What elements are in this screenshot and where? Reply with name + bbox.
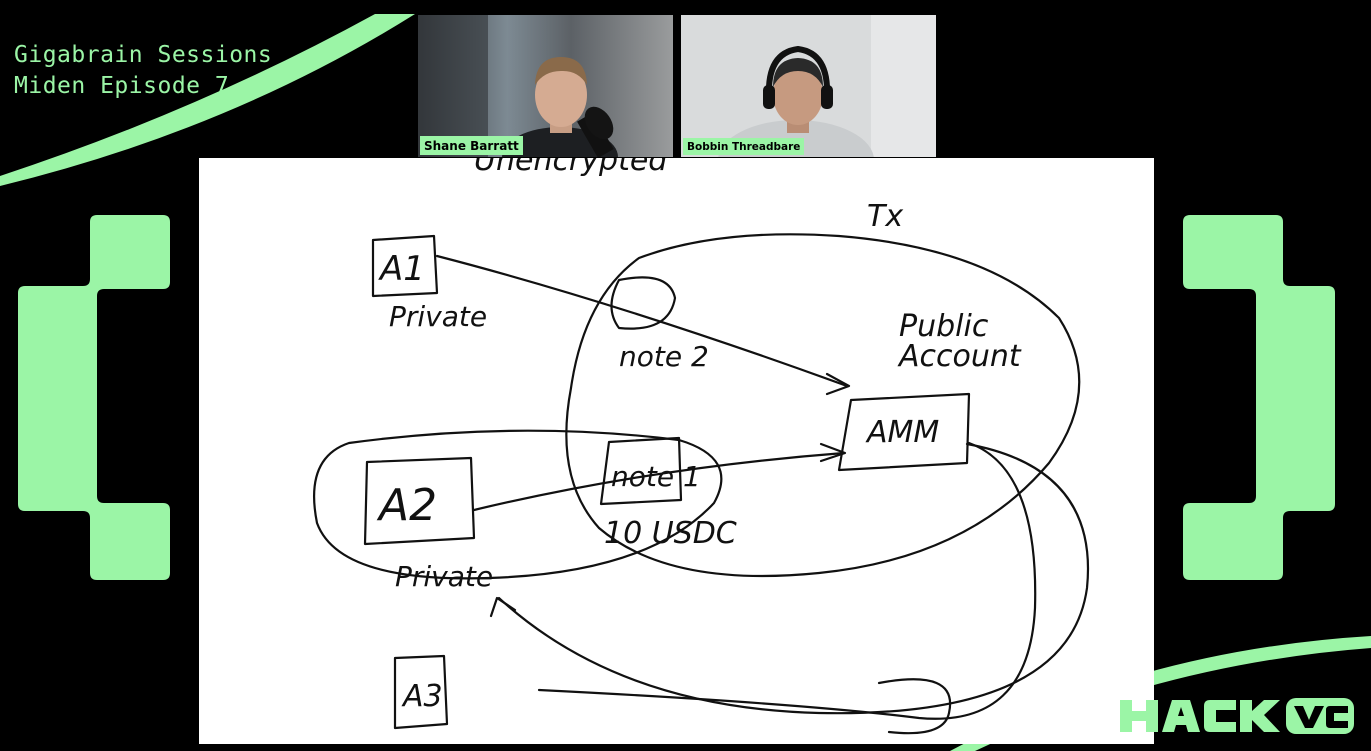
label-a1: A1 [378, 249, 425, 289]
label-a2: A2 [376, 480, 437, 531]
label-amm: AMM [865, 415, 939, 450]
right-bracket-shape [1183, 215, 1335, 580]
label-top-cut: Unencrypted [474, 158, 668, 178]
participant-name-tag: Bobbin Threadbare [683, 138, 804, 155]
whiteboard[interactable]: Unencrypted Tx A1 Private note 2 Public … [199, 158, 1154, 744]
label-account: Account [897, 339, 1022, 374]
label-tx: Tx [867, 199, 903, 234]
note2-shape [612, 277, 676, 328]
left-bracket-shape [18, 215, 170, 580]
show-title-line1: Gigabrain Sessions [14, 40, 272, 71]
show-title: Gigabrain Sessions Miden Episode 7 [14, 40, 272, 102]
loop-amm [499, 444, 1088, 713]
label-private-1: Private [389, 300, 487, 333]
a2-ellipse [314, 431, 721, 579]
hackvc-logo [1118, 696, 1356, 736]
label-private-2: Private [395, 560, 493, 593]
label-a3: A3 [401, 679, 443, 714]
show-title-line2: Miden Episode 7 [14, 71, 272, 102]
label-usdc: 10 USDC [604, 516, 737, 551]
participant-name-tag: Shane Barratt [420, 136, 523, 155]
participant-2-video [681, 15, 936, 157]
whiteboard-drawing: Unencrypted Tx A1 Private note 2 Public … [199, 158, 1154, 744]
video-tile-participant-1[interactable]: Shane Barratt [418, 15, 673, 157]
label-note1: note 1 [611, 460, 701, 493]
label-note2: note 2 [619, 340, 709, 373]
video-tile-participant-2[interactable]: Bobbin Threadbare [681, 15, 936, 157]
